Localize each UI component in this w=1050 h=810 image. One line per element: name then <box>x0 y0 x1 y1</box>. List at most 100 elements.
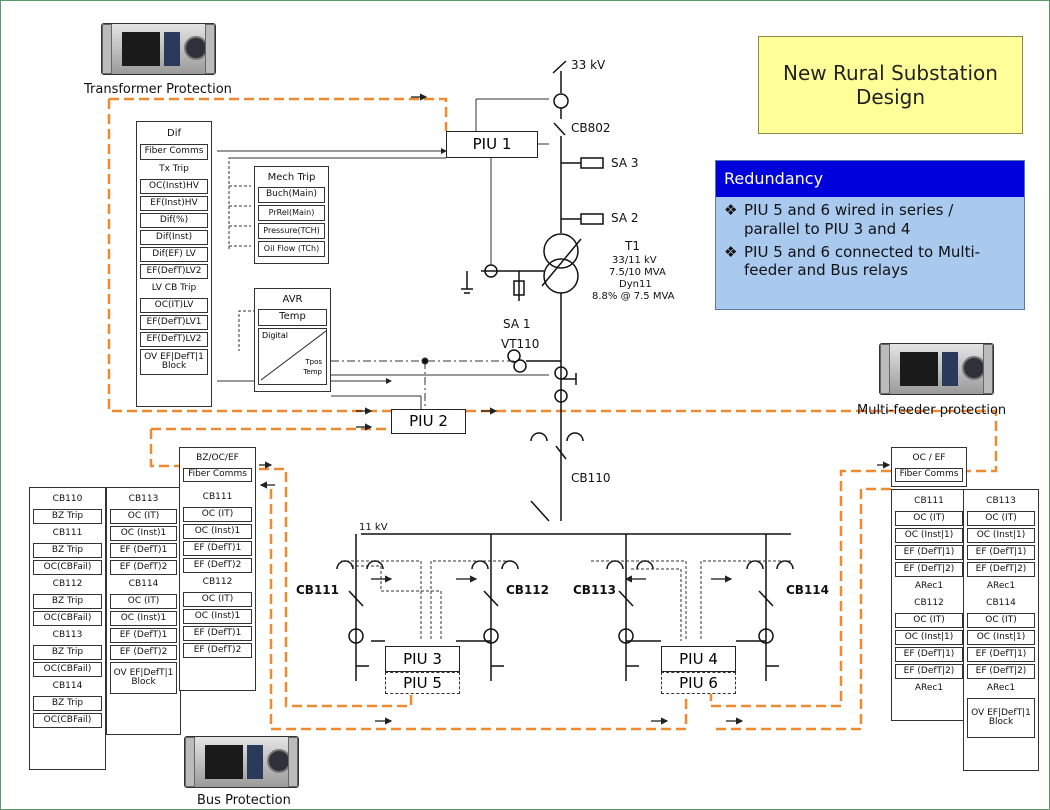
panel-cell: ARec1 <box>914 682 944 693</box>
panel-cell: ARec1 <box>914 580 944 591</box>
mf-panel-col1: CB111 OC (IT) OC (Inst|1) EF (DefT|1) EF… <box>891 489 967 721</box>
panel-cell: OC (IT) <box>895 511 963 526</box>
panel-cell: OC (Inst)1 <box>110 526 177 541</box>
redundancy-item: ❖PIU 5 and 6 wired in series /parallel t… <box>724 201 954 238</box>
panel-cell: OC (Inst)1 <box>183 609 252 624</box>
redundancy-header: Redundancy <box>716 161 1024 197</box>
label-cb114: CB114 <box>786 583 830 597</box>
panel-cell: Fiber Comms <box>895 468 963 482</box>
panel-cell: CB113 <box>52 629 83 640</box>
panel-cell: EF (DefT)2 <box>110 560 177 575</box>
panel-cell: Buch(Main) <box>258 187 325 203</box>
panel-cell: OC (IT) <box>110 594 177 609</box>
panel-cell: Oil Flow (TCh) <box>258 241 325 257</box>
panel-cell: CB114 <box>986 597 1016 608</box>
bus-protection-caption: Bus Protection <box>197 793 291 808</box>
panel-cell: OC(IT)LV <box>140 298 208 313</box>
panel-cell: EF (DefT|1) <box>967 647 1035 662</box>
multifeeder-protection-caption: Multi-feeder protection <box>857 403 1007 418</box>
panel-cell: OC(CBFail) <box>33 713 102 728</box>
panel-cell: OC(CBFail) <box>33 662 102 677</box>
panel-cell: EF (DefT)1 <box>110 628 177 643</box>
direction-arrows <box>259 93 891 725</box>
panel-cell: CB111 <box>914 495 944 506</box>
avr-digital-box: Digital Tpos Temp <box>258 328 327 385</box>
label-sa2: SA 2 <box>611 211 639 225</box>
label-cb802: CB802 <box>571 121 611 135</box>
panel-cell: Dif(%) <box>140 213 208 228</box>
panel-cell: OC (Inst|1) <box>967 528 1035 543</box>
label-cb112: CB112 <box>506 583 550 597</box>
panel-cell: BZ Trip <box>33 594 102 609</box>
panel-cell: BZ Trip <box>33 509 102 524</box>
panel-cell: CB114 <box>52 680 83 691</box>
panel-cell: EF (DefT)2 <box>110 645 177 660</box>
panel-cell: BZ Trip <box>33 543 102 558</box>
label-t1: T1 <box>625 239 640 253</box>
label-33kv: 33 kV <box>571 58 606 72</box>
redundancy-item: ❖PIU 5 and 6 connected to Multi-feeder a… <box>724 242 981 280</box>
panel-cell: OV EF|DefT|1 Block <box>140 349 208 375</box>
label-cb111: CB111 <box>296 583 340 597</box>
piu-5: PIU 5 <box>385 672 460 694</box>
bus-panel-col3: BZ/OC/EF Fiber Comms CB111 OC (IT) OC (I… <box>179 447 256 691</box>
panel-cell: EF(Inst)HV <box>140 196 208 211</box>
panel-cell: PrRel(Main) <box>258 205 325 221</box>
diamond-bullet-icon: ❖ <box>724 201 738 219</box>
mf-panel-header: OC / EF Fiber Comms <box>891 447 967 487</box>
label-t1-impedance: 8.8% @ 7.5 MVA <box>592 291 675 302</box>
piu-3: PIU 3 <box>385 646 460 672</box>
panel-cell: Dif <box>167 127 181 139</box>
panel-cell: EF (DefT|2) <box>967 562 1035 577</box>
panel-cell: CB112 <box>914 597 944 608</box>
bus-relay-image <box>184 736 299 788</box>
panel-cell: OC (IT) <box>895 613 963 628</box>
panel-cell: OC / EF <box>912 453 946 464</box>
label-sa3: SA 3 <box>611 156 639 170</box>
panel-cell: OC (Inst|1) <box>895 528 963 543</box>
bus-panel-col1: CB110 BZ Trip CB111 BZ Trip OC(CBFail) C… <box>29 487 106 770</box>
transformer-protection-caption: Transformer Protection <box>84 82 232 97</box>
panel-cell: OC (Inst|1) <box>895 630 963 645</box>
mf-panel-col2: CB113 OC (IT) OC (Inst|1) EF (DefT|1) EF… <box>963 489 1039 771</box>
avr-temp-label: Temp <box>303 368 322 376</box>
panel-cell: Fiber Comms <box>183 468 252 482</box>
panel-cell: CB112 <box>52 578 83 589</box>
panel-cell: EF(DefT)LV2 <box>140 332 208 347</box>
panel-cell: LV CB Trip <box>151 282 197 293</box>
panel-cell: OC (IT) <box>967 613 1035 628</box>
label-cb113: CB113 <box>573 583 617 597</box>
panel-cell: EF(DefT)LV1 <box>140 315 208 330</box>
panel-cell: EF(DefT)LV2 <box>140 264 208 279</box>
bus-panel-col2: CB113 OC (IT) OC (Inst)1 EF (DefT)1 EF (… <box>106 487 181 735</box>
mech-trip-wires <box>228 157 791 641</box>
panel-cell: ARec1 <box>986 580 1016 591</box>
panel-cell: OC (Inst)1 <box>110 611 177 626</box>
panel-cell: EF (DefT)2 <box>183 558 252 573</box>
avr-ramp-icon <box>260 330 327 381</box>
panel-cell: BZ Trip <box>33 696 102 711</box>
panel-cell: Mech Trip <box>267 171 316 183</box>
single-line <box>336 60 794 681</box>
panel-cell: CB113 <box>986 495 1016 506</box>
panel-cell: Tx Trip <box>159 163 189 174</box>
label-t1-vector: Dyn11 <box>619 279 652 290</box>
fiber-links <box>107 97 998 731</box>
avr-digital-label: Digital <box>262 331 288 340</box>
panel-cell: EF (DefT)1 <box>183 626 252 641</box>
piu-4: PIU 4 <box>661 646 736 672</box>
panel-cell: BZ/OC/EF <box>196 453 239 464</box>
panel-cell: OC(CBFail) <box>33 560 102 575</box>
panel-cell: OC(Inst)HV <box>140 179 208 194</box>
panel-cell: CB110 <box>52 493 83 504</box>
panel-cell: Fiber Comms <box>140 144 208 160</box>
panel-cell: EF (DefT|2) <box>895 664 963 679</box>
panel-cell: Temp <box>258 309 327 326</box>
panel-cell: CB112 <box>202 576 233 587</box>
panel-cell: CB111 <box>202 491 233 502</box>
diamond-bullet-icon: ❖ <box>724 242 738 261</box>
label-sa1: SA 1 <box>503 317 531 331</box>
avr-tpos-label: Tpos <box>305 358 322 366</box>
